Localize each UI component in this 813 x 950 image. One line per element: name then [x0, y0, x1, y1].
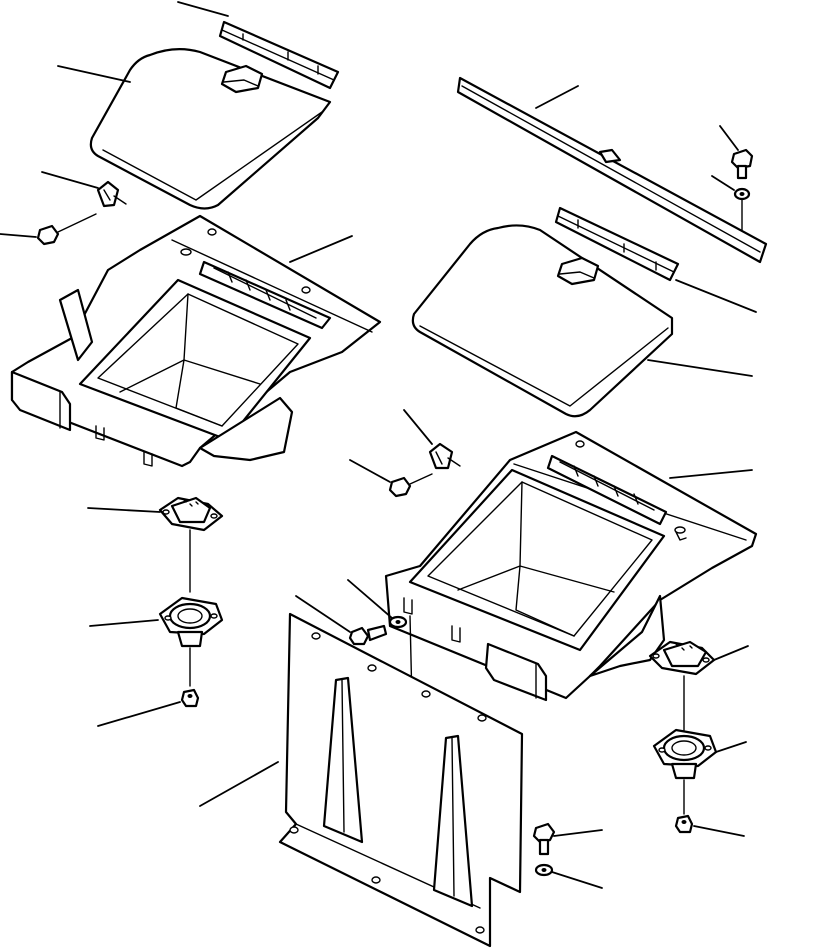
leader-upper-left-clip: [41, 171, 99, 189]
leader-upper-right-bolt: [719, 125, 739, 151]
center-bolt: [348, 624, 388, 646]
upper-right-bolt: [730, 148, 754, 180]
left-nut: [180, 688, 200, 708]
leader-middle-screw: [349, 459, 391, 483]
leader-upper-left-hinge-strip: [177, 1, 229, 17]
leader-upper-left-tray: [289, 235, 353, 263]
leader-base-plate: [199, 761, 279, 807]
leader-center-washer: [347, 579, 393, 619]
leader-upper-left-screw: [0, 233, 37, 238]
upper-right-rail: [456, 76, 768, 264]
leader-right-damper-mount: [715, 741, 747, 753]
upper-right-washer: [733, 187, 751, 231]
right-damper-mount: [652, 728, 718, 815]
left-mount-bracket: [158, 496, 224, 593]
leader-upper-right-washer: [711, 175, 735, 191]
leader-upper-right-rail: [535, 85, 579, 109]
left-damper-mount: [158, 596, 224, 687]
leader-right-nut: [693, 825, 745, 837]
leader-middle-right-hinge-strip: [675, 279, 757, 313]
leader-lower-right-tray: [669, 469, 753, 479]
lower-washer: [534, 863, 554, 877]
middle-right-lid: [411, 224, 674, 418]
middle-right-hinge-strip: [554, 206, 680, 282]
leader-upper-left-lid: [57, 65, 131, 83]
leader-middle-clip: [403, 409, 433, 445]
leader-lower-bolt: [553, 829, 603, 837]
leader-middle-right-lid: [647, 359, 753, 377]
upper-left-screw: [36, 213, 97, 246]
leader-left-damper-mount: [89, 619, 159, 627]
leader-center-bolt: [295, 595, 351, 633]
lower-right-tray: [384, 430, 758, 702]
middle-clip: [428, 442, 461, 470]
leader-left-mount-bracket: [87, 507, 161, 513]
leader-lower-washer: [551, 871, 603, 889]
right-mount-bracket: [648, 640, 716, 731]
upper-left-lid: [89, 48, 332, 210]
leader-left-nut: [97, 701, 181, 727]
upper-left-clip: [96, 180, 127, 208]
lower-bolt: [532, 822, 556, 856]
middle-screw: [388, 473, 433, 498]
upper-left-tray: [10, 214, 382, 468]
leader-right-mount-bracket: [713, 645, 749, 661]
base-plate: [278, 612, 524, 948]
upper-left-hinge-strip: [218, 20, 340, 90]
right-nut: [674, 814, 694, 834]
